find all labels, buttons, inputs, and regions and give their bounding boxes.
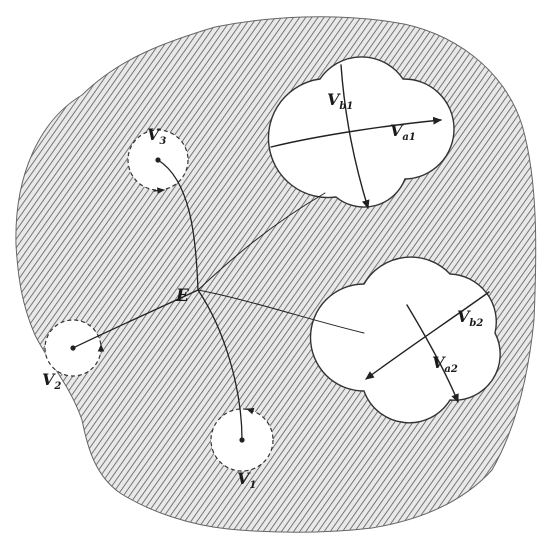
center-dot-v1: [239, 437, 244, 442]
label-e: E: [175, 286, 190, 306]
center-dot-v2: [70, 345, 75, 350]
center-dot-v3: [155, 157, 160, 162]
